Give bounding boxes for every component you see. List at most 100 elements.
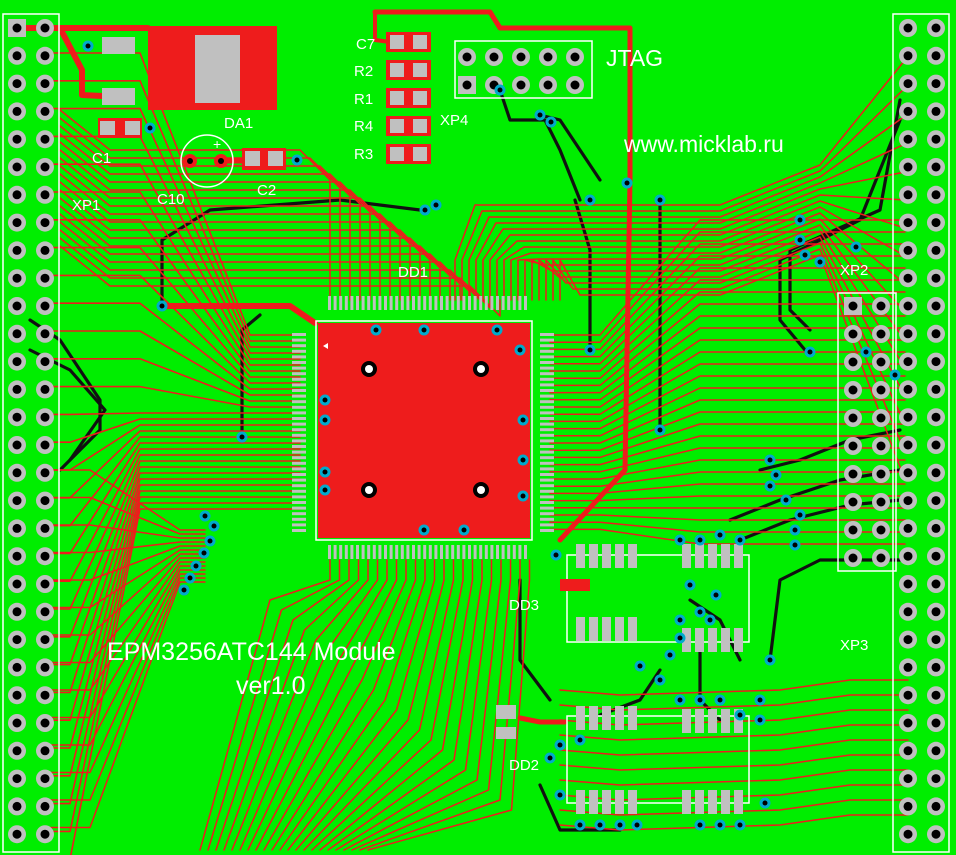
cpld-pin — [350, 296, 354, 310]
trace — [559, 784, 909, 801]
cpld-pin — [484, 545, 488, 559]
header-hole — [848, 385, 858, 395]
cpld-pin — [451, 545, 455, 559]
smd-pad — [496, 727, 516, 739]
cpld-pin — [378, 545, 382, 559]
trace — [199, 559, 331, 851]
cpld-pin — [292, 338, 306, 342]
header-hole — [40, 162, 50, 172]
dd1-outline — [315, 320, 533, 541]
via-hole — [757, 697, 763, 703]
resistor-pad — [413, 119, 427, 133]
cpld-pin — [292, 484, 306, 488]
header-hole — [903, 357, 913, 367]
buffer-pad — [721, 790, 730, 814]
header-hole — [931, 801, 941, 811]
cpld-pin — [540, 517, 554, 521]
cpld-pin — [292, 333, 306, 336]
cpld-pin — [356, 296, 359, 310]
cpld-pin — [540, 389, 554, 392]
via-hole — [147, 125, 153, 131]
trace — [468, 115, 906, 301]
cpld-pin — [292, 383, 306, 387]
resistor-pad — [390, 147, 404, 161]
header-hole — [40, 357, 50, 367]
dd2-outline — [566, 715, 750, 804]
via-hole — [322, 417, 328, 423]
header-hole — [876, 413, 886, 423]
via-hole — [657, 677, 663, 683]
header-hole — [40, 801, 50, 811]
via-hole — [433, 202, 439, 208]
trace — [559, 739, 909, 756]
cpld-pin — [292, 529, 306, 532]
buffer-pad — [682, 628, 691, 652]
cpld-pin — [468, 545, 471, 559]
cpld-pin — [367, 545, 371, 559]
trace — [552, 248, 906, 453]
trace — [59, 189, 431, 301]
buffer-pad — [708, 709, 717, 733]
trace — [223, 559, 360, 851]
buffer-pad — [576, 706, 585, 730]
cpld-pin — [344, 296, 348, 310]
via-hole — [792, 527, 798, 533]
via-hole — [421, 527, 427, 533]
trace — [47, 460, 301, 638]
bottom-trace — [538, 113, 602, 182]
header-hole — [931, 635, 941, 645]
header-hole — [40, 106, 50, 116]
header-hole — [462, 52, 472, 62]
header-hole — [876, 301, 886, 311]
trace — [475, 143, 906, 301]
header-hole — [516, 80, 526, 90]
header-hole — [40, 496, 50, 506]
header-hole — [12, 162, 22, 172]
buffer-pad — [628, 544, 637, 568]
header-hole — [931, 79, 941, 89]
via-hole — [547, 755, 553, 761]
header-hole — [12, 440, 22, 450]
cpld-pin — [292, 506, 306, 510]
trace — [549, 459, 906, 480]
cpld-pin — [292, 344, 306, 348]
header-hole — [931, 190, 941, 200]
xp2-label: XP2 — [840, 262, 868, 279]
trace — [263, 559, 407, 851]
header-hole — [12, 134, 22, 144]
header-hole — [12, 496, 22, 506]
trace — [59, 205, 451, 301]
header-hole — [543, 80, 553, 90]
header-hole — [903, 329, 913, 339]
trace — [295, 559, 445, 851]
header-hole — [903, 607, 913, 617]
buffer-pad — [734, 790, 743, 814]
cpld-pin — [540, 450, 554, 454]
trace — [454, 59, 906, 301]
via-hole — [677, 617, 683, 623]
header-hole — [40, 190, 50, 200]
header-hole — [903, 551, 913, 561]
cpld-pin — [395, 296, 399, 310]
via-hole — [159, 303, 165, 309]
via-hole — [624, 180, 630, 186]
buffer-pad — [695, 790, 704, 814]
header-hole — [12, 79, 22, 89]
trace — [559, 724, 909, 741]
module-version: ver1.0 — [236, 672, 305, 700]
cpld-pin — [540, 338, 554, 342]
header-hole — [931, 690, 941, 700]
header-hole — [12, 51, 22, 61]
regulator-pin — [102, 37, 135, 54]
cpld-pin — [361, 296, 365, 310]
trace — [231, 559, 369, 851]
cpld-pin — [292, 428, 306, 432]
via-hole — [767, 483, 773, 489]
via-hole — [85, 43, 91, 49]
cpld-pin — [540, 506, 554, 510]
cpld-mount-hole — [365, 486, 373, 494]
c1-label: C1 — [92, 150, 111, 167]
cpld-pin — [292, 366, 306, 370]
header-hole — [903, 23, 913, 33]
cpld-pin — [540, 484, 554, 488]
